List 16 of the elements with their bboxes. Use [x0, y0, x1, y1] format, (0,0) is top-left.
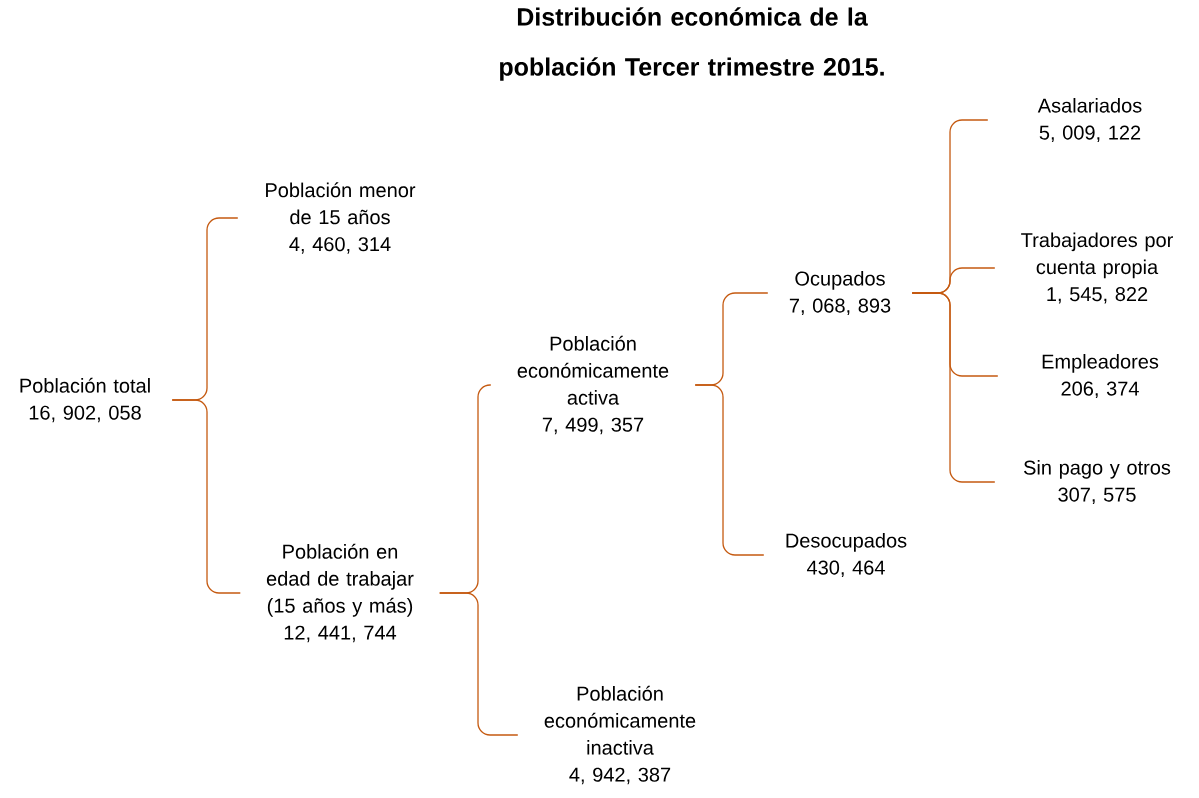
brace-connector [911, 292, 996, 483]
category-text: Empleadores 206, 374 [1042, 354, 1159, 399]
category-text: Población económicamente activa 7, 499, 357 [517, 335, 669, 435]
category-text: Población menor de 15 años 4, 460, 314 [266, 182, 416, 254]
brace-connector [694, 384, 765, 556]
title: Distribución económica de la población Tercer trimestre 2015. [500, 7, 884, 81]
category-text: Población total 16, 902, 058 [20, 377, 150, 423]
category-text: Población en edad de trabajar (15 años y más) 12, 441, 744 [266, 543, 414, 643]
category-text: Asalariados 5, 009, 122 [1037, 98, 1142, 143]
category-text: Ocupados 7, 068, 893 [789, 271, 891, 316]
brace-connector [439, 592, 519, 736]
brace-connector [171, 399, 241, 594]
category-text: Desocupados 430, 464 [786, 533, 907, 578]
category-text: Población económicamente inactiva 4, 942, 387 [544, 685, 696, 785]
category-text: Sin pago y otros 307, 575 [1024, 460, 1171, 505]
category-text: Trabajadores por cuenta propia 1, 545, 822 [1021, 232, 1173, 304]
